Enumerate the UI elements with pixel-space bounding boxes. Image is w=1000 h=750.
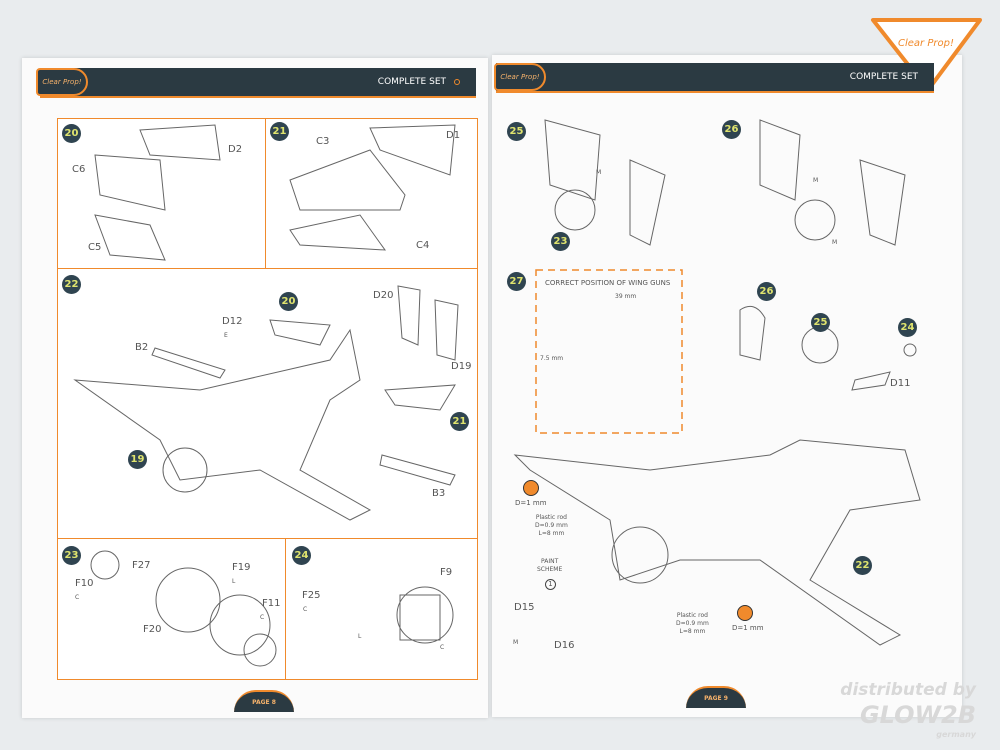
part-label: F9 [440,567,453,578]
part-label: C5 [88,242,102,253]
code-label: C [75,594,80,601]
part-label: B3 [432,488,446,499]
drill-label: D=1 mm [515,499,547,507]
watermark-text: distributed by [840,680,976,700]
rod-text: L=8 mm [538,530,565,537]
page-number-9: PAGE 9 [686,686,746,708]
header-title: COMPLETE SET [849,72,918,82]
step-number-26: 26 [722,120,741,139]
ref-step-19: 19 [128,450,147,469]
ref-step-20: 20 [279,292,298,311]
part-label: D20 [373,290,394,301]
drill-label: D=1 mm [732,624,764,632]
page-number-8: PAGE 8 [234,690,294,712]
step-20-panel [57,118,266,269]
rod-text: D=0.9 mm [535,522,568,529]
header-title: COMPLETE SET [377,77,446,87]
paint-scheme-number: 1 [545,579,556,590]
part-label: F10 [75,578,94,589]
code-label: C [260,614,265,621]
step-number-22: 22 [62,275,81,294]
distributor-watermark: distributed by GLOW2B germany [840,680,976,740]
code-label: L [232,578,236,585]
code-label: M [832,239,838,246]
right-header: COMPLETE SET [496,63,934,93]
ref-step-25: 25 [811,313,830,332]
part-label: D12 [222,316,243,327]
part-label: D2 [228,144,243,155]
dimension-label: 39 mm [615,293,637,300]
step-number-20: 20 [62,124,81,143]
inset-title: CORRECT POSITION OF WING GUNS [545,279,671,287]
step-number-27: 27 [507,272,526,291]
step-number-21: 21 [270,122,289,141]
part-label: F11 [262,598,281,609]
step-23-panel [57,538,286,680]
step-number-25: 25 [507,122,526,141]
left-header: COMPLETE SET [40,68,476,98]
rod-text: Plastic rod [676,612,708,619]
part-label: D15 [514,602,535,613]
watermark-text: germany [936,730,976,739]
svg-text:Clear Prop!: Clear Prop! [898,38,954,49]
code-label: M [513,639,519,646]
step-21-panel [265,118,478,269]
rod-text: D=0.9 mm [676,620,709,627]
code-label: M [596,169,602,176]
circle-icon [454,79,460,85]
small-logo: Clear Prop! [36,68,88,96]
code-label: C [440,644,445,651]
paint-text: SCHEME [537,566,563,573]
step-number-24: 24 [292,546,311,565]
part-label: F20 [143,624,162,635]
small-logo: Clear Prop! [494,63,546,91]
paint-text: PAINT [541,558,559,565]
rod-text: L=8 mm [679,628,706,635]
part-label: F25 [302,590,321,601]
part-label: D19 [451,361,472,372]
watermark-text: GLOW2B [859,701,976,729]
code-label: E [224,332,228,339]
step-number-23: 23 [62,546,81,565]
part-label: C6 [72,164,86,175]
drill-icon [737,605,753,621]
code-label: L [358,633,362,640]
rod-text: Plastic rod [535,514,567,521]
part-label: D16 [554,640,575,651]
part-label: D11 [890,378,911,389]
ref-step-26: 26 [757,282,776,301]
part-label: C3 [316,136,330,147]
part-label: D1 [446,130,461,141]
ref-step-23: 23 [551,232,570,251]
part-label: F19 [232,562,251,573]
part-label: C4 [416,240,430,251]
drill-icon [523,480,539,496]
clear-prop-logo: Clear Prop! [871,18,982,92]
part-label: F27 [132,560,151,571]
ref-step-22: 22 [853,556,872,575]
dimension-label: 7.5 mm [540,355,564,362]
ref-step-21: 21 [450,412,469,431]
code-label: C [303,606,308,613]
right-page [492,55,962,717]
part-label: B2 [135,342,149,353]
code-label: M [813,177,819,184]
step-24-panel [285,538,478,680]
ref-step-24: 24 [898,318,917,337]
